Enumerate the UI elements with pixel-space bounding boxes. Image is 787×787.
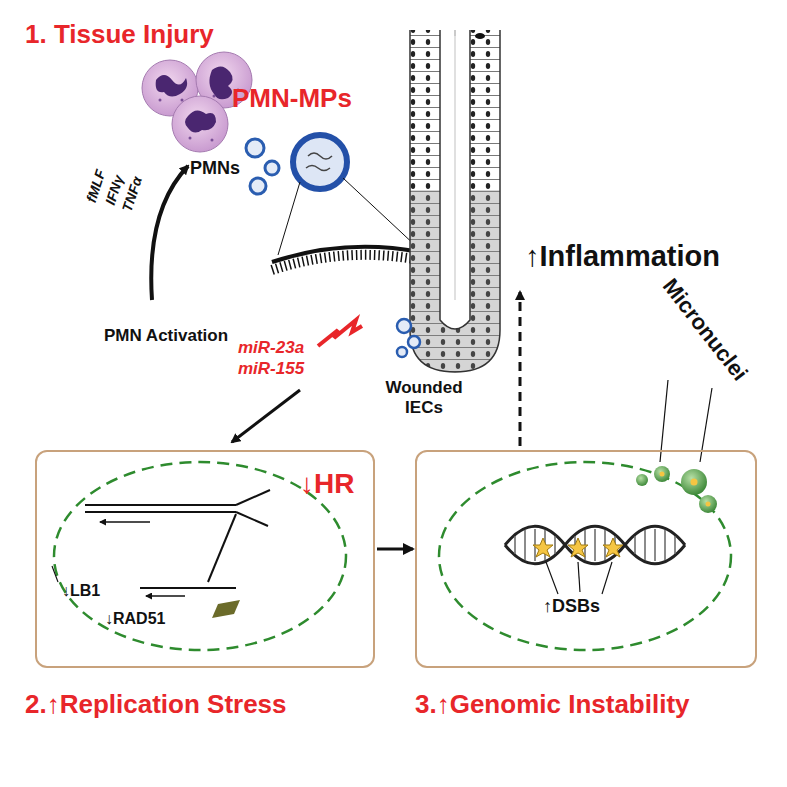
microparticles	[246, 135, 420, 270]
flow-arrow	[377, 548, 413, 551]
flow-arrow	[232, 390, 300, 442]
part-label: Wounded IECs	[372, 378, 476, 417]
dashed-arrow	[519, 292, 522, 446]
step-heading: 2.↑Replication Stress	[25, 690, 287, 720]
activation-arrow	[151, 166, 188, 300]
process-box: ↑DSBs3.↑Genomic Instability	[415, 450, 757, 668]
mirna-label: miR-155	[238, 359, 304, 379]
part-label: PMN-MPs	[232, 84, 352, 114]
status-label: ↓HR	[300, 468, 354, 500]
protein-label: ↓RAD51	[105, 610, 165, 628]
process-box: ↓HR↓LB1↓RAD512.↑Replication Stress	[35, 450, 375, 668]
mirna-label: miR-23a	[238, 338, 304, 358]
intestinal-crypt	[397, 30, 505, 380]
protein-label: ↓LB1	[62, 582, 100, 600]
step-heading: 1. Tissue Injury	[25, 20, 214, 50]
part-label: PMNs	[190, 158, 240, 179]
process-label: PMN Activation	[104, 326, 228, 346]
nucleus-dna	[439, 462, 731, 650]
part-label: Micronuclei	[657, 274, 752, 386]
outcome-label: ↑Inflammation	[525, 240, 720, 273]
step-heading: 3.↑Genomic Instability	[415, 690, 690, 720]
status-label: ↑DSBs	[543, 596, 600, 617]
lightning-mark	[318, 320, 362, 346]
